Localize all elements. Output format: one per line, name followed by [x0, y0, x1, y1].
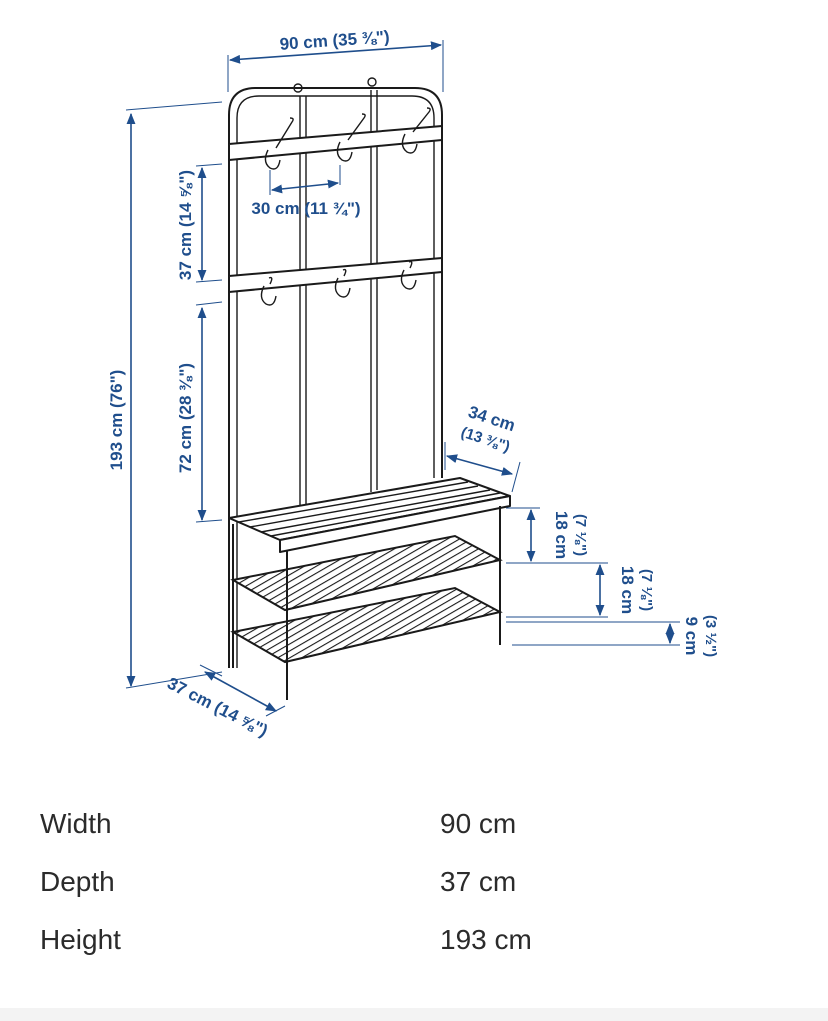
dim-depth-bottom: 37 cm (14 ⅝"): [164, 674, 271, 741]
spec-row-depth: Depth 37 cm: [40, 853, 800, 911]
spec-row-width: Width 90 cm: [40, 795, 800, 853]
spec-label: Height: [40, 924, 121, 955]
dim-seat-to-shelf-cm: 18 cm: [552, 511, 571, 559]
dim-upper-rail-gap: 37 cm (14 ⅝"): [176, 170, 195, 280]
upper-hook-rail: [228, 125, 443, 161]
top-tab-right: [367, 77, 377, 87]
frame-arch-inner: [236, 95, 435, 668]
dim-total-height: 193 cm (76"): [107, 370, 126, 471]
upper-hooks: [264, 107, 431, 170]
spec-value: 193 cm: [440, 924, 532, 955]
bench-seat-front: [279, 495, 511, 553]
coat-rack-illustration: [228, 77, 511, 700]
spec-label: Width: [40, 808, 112, 839]
spec-row-height: Height 193 cm: [40, 911, 800, 969]
dim-lower-rail-gap: 72 cm (28 ⅜"): [176, 363, 195, 473]
dim-shelf-to-shelf-cm: 18 cm: [618, 566, 637, 614]
lower-hooks: [260, 260, 417, 306]
spec-value: 90 cm: [440, 808, 517, 839]
product-dimension-diagram: 90 cm (35 ⅜") 30 cm (11 ¾") 193 cm (76")…: [107, 27, 719, 741]
dim-shelf-to-shelf-in: (7 ⅛"): [638, 569, 655, 611]
dim-hook-spacing: 30 cm (11 ¾"): [251, 199, 360, 218]
page-footer-divider: [0, 1008, 828, 1021]
spec-label: Depth: [40, 866, 115, 897]
dim-shelf-floor-cm: 9 cm: [682, 617, 701, 656]
dimension-specs-list: Width 90 cm Depth 37 cm Height 193 cm: [40, 795, 800, 969]
lower-hook-rail: [228, 257, 443, 293]
dim-shelf-floor-in: (3 ½"): [702, 615, 719, 657]
spec-value: 37 cm: [440, 866, 517, 897]
top-tab-left: [293, 83, 303, 93]
dim-seat-to-shelf-in: (7 ⅛"): [572, 514, 589, 556]
